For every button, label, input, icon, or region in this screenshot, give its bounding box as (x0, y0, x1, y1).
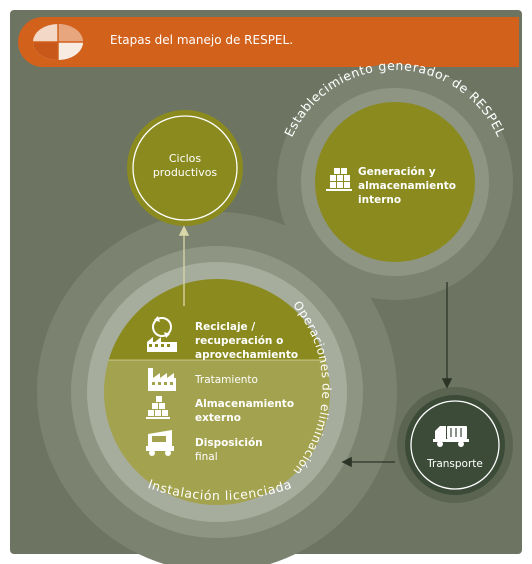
generation-label-line2: almacenamiento (358, 180, 456, 192)
op-treatment-label: Tratamiento (194, 374, 258, 386)
boxes-icon (146, 396, 170, 419)
op-storage-line2: externo (195, 412, 241, 424)
transport-circle[interactable] (405, 395, 505, 495)
op-disposal-line2: final (195, 451, 218, 463)
op-storage-line1: Almacenamiento (195, 398, 294, 410)
recycle-factory-icon (147, 316, 177, 352)
cycles-label-line2: productivos (153, 166, 218, 179)
cycles-label-line1: Ciclos (169, 152, 202, 165)
factory-icon (148, 368, 176, 391)
garbage-truck-icon (433, 426, 469, 447)
generation-label-line3: interno (358, 194, 401, 206)
op-recycling-line1: Reciclaje / (195, 321, 255, 333)
generation-label-line1: Generación y (358, 166, 436, 178)
transport-label: Transporte (426, 458, 483, 470)
dump-truck-icon (146, 430, 174, 456)
op-recycling-line2: recuperación o (195, 335, 283, 347)
generation-circle[interactable] (315, 102, 475, 262)
header-title: Etapas del manejo de RESPEL. (110, 33, 294, 47)
op-recycling-line3: aprovechamiento (195, 349, 298, 361)
header-banner: Etapas del manejo de RESPEL. (18, 17, 519, 67)
pie-chart-icon (33, 24, 83, 60)
op-disposal-line1: Disposición (195, 437, 263, 449)
boxes-icon (326, 168, 352, 191)
productive-cycles-circle[interactable] (127, 110, 243, 226)
